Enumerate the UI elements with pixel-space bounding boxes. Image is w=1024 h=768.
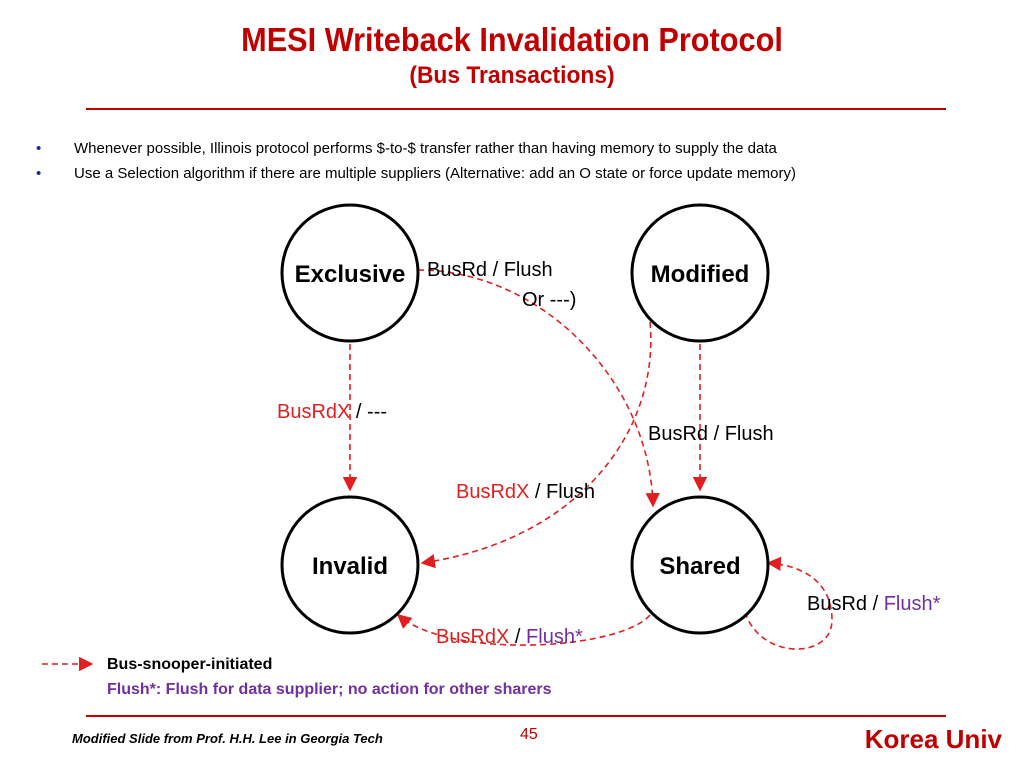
bullet-item: •Use a Selection algorithm if there are … [36, 161, 796, 186]
label-modified-to-invalid: BusRdX / Flush [456, 481, 595, 503]
state-modified-label: Modified [651, 261, 750, 288]
title-divider [86, 108, 946, 110]
transition-exclusive-to-shared [417, 269, 660, 508]
footer-org: Korea Univ [864, 724, 1002, 754]
legend-arrow-meaning: Bus-snooper-initiated [107, 656, 273, 673]
bullet-dot-icon: • [36, 140, 42, 157]
bullet-dot-icon: • [36, 165, 42, 182]
state-exclusive [280, 203, 420, 343]
transition-modified-to-invalid [420, 321, 652, 569]
slide-title: MESI Writeback Invalidation Protocol [241, 21, 783, 58]
label-shared-self-loop: BusRd / Flush* [807, 593, 941, 615]
state-shared-label: Shared [659, 553, 740, 580]
label-exclusive-to-shared-line1: BusRd / Flush [427, 259, 553, 281]
label-modified-to-shared: BusRd / Flush [648, 423, 774, 445]
state-exclusive-label: Exclusive [295, 261, 406, 288]
transition-shared-self-loop [744, 556, 833, 650]
bullet-item: •Whenever possible, Illinois protocol pe… [36, 136, 796, 161]
state-modified [630, 203, 770, 343]
page-number: 45 [520, 726, 538, 743]
bullet-list: •Whenever possible, Illinois protocol pe… [36, 136, 796, 186]
label-exclusive-to-shared-line2: Or ---) [522, 289, 576, 311]
footer-divider [86, 715, 946, 717]
footer-credit: Modified Slide from Prof. H.H. Lee in Ge… [72, 731, 383, 746]
state-shared [630, 495, 770, 635]
slide-subtitle: (Bus Transactions) [409, 62, 615, 89]
label-exclusive-to-invalid: BusRdX / --- [277, 401, 387, 423]
label-shared-to-invalid: BusRdX / Flush* [436, 626, 583, 648]
state-invalid-label: Invalid [312, 553, 388, 580]
legend-flush-note: Flush*: Flush for data supplier; no acti… [107, 681, 552, 698]
transition-shared-to-invalid [396, 614, 651, 646]
state-invalid [280, 495, 420, 635]
